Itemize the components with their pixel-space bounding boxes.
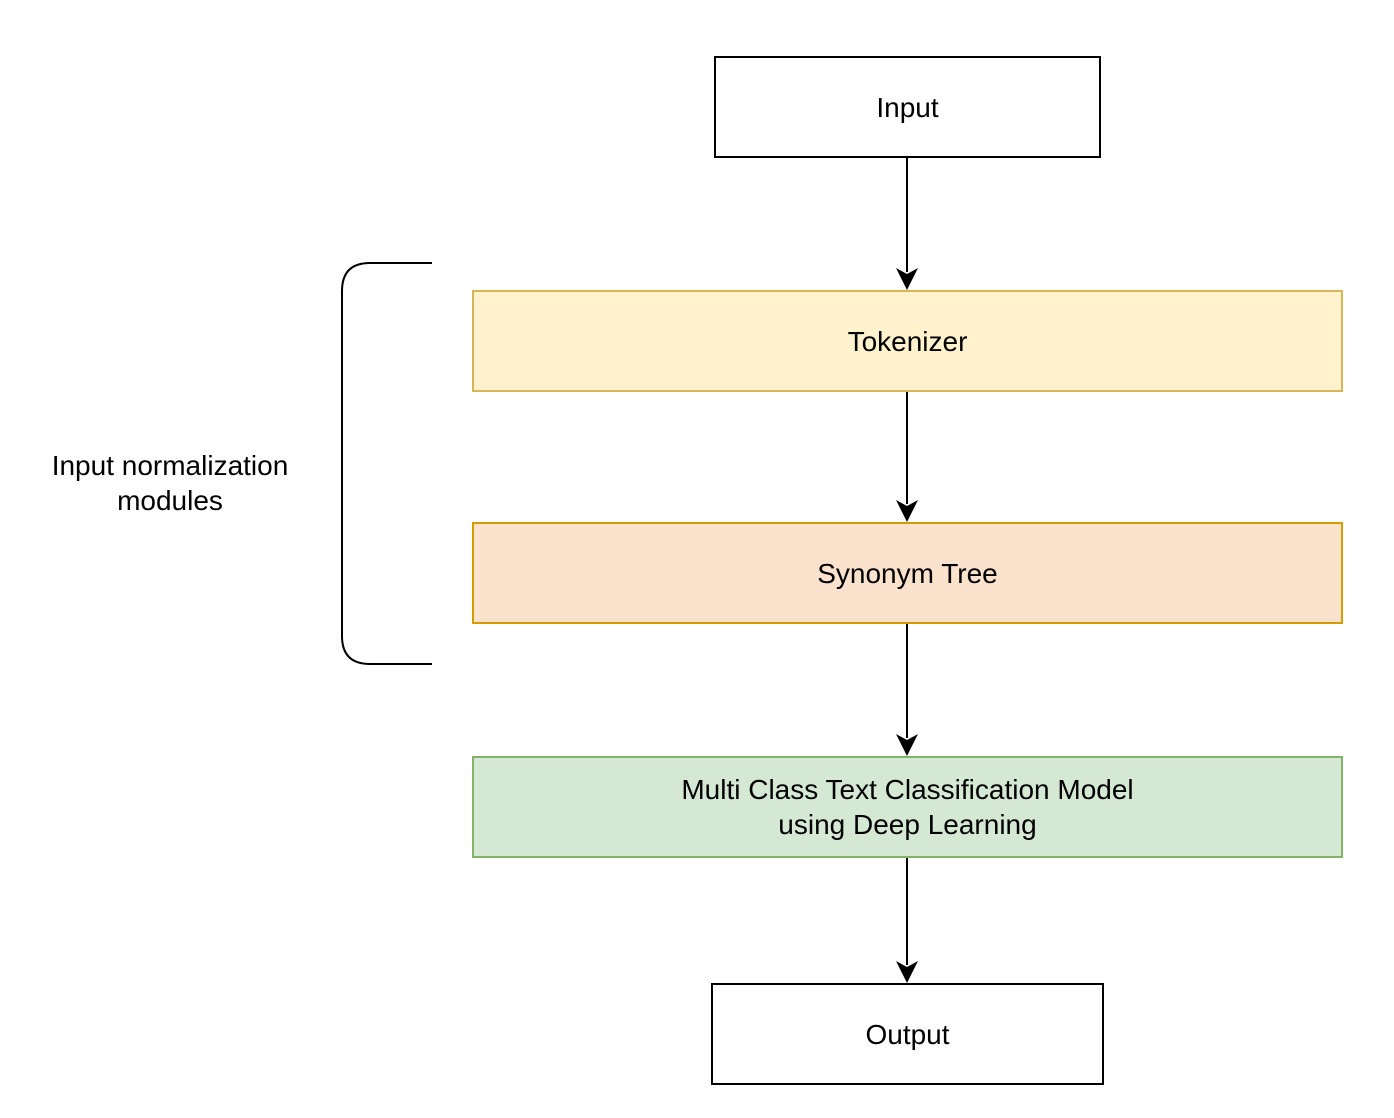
input-node-label: Input [876,91,939,123]
synonym-tree-node-label: Synonym Tree [817,557,998,589]
output-node-label: Output [865,1018,950,1050]
output-node: Output [711,983,1104,1085]
group-label: Input normalization modules [51,450,289,516]
arrow-synonym-tree-to-classifier [896,624,918,756]
arrow-tokenizer-to-synonym-tree [896,392,918,522]
tokenizer-node: Tokenizer [472,290,1343,392]
tokenizer-node-label: Tokenizer [847,325,968,357]
classifier-node: Multi Class Text Classification Model us… [472,756,1343,858]
classifier-node-label: Multi Class Text Classification Model us… [681,774,1134,840]
input-node: Input [714,56,1101,158]
arrow-classifier-to-output [896,858,918,983]
group-bracket [341,262,432,665]
synonym-tree-node: Synonym Tree [472,522,1343,624]
arrow-input-to-tokenizer [896,158,918,290]
